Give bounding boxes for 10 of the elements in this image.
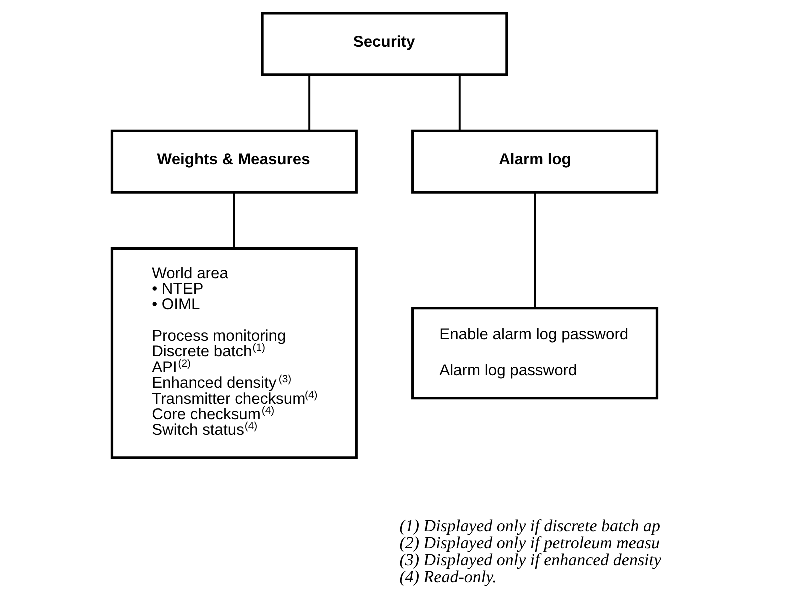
node-box: World area • NTEP • OIML Process monitoring Discrete batch$^{(1)}$ API$^{(2)}$ Enhanced density$^{(3)}$ Transmitter checksum$^{(4)}$ Core checksum$^{(4)}$ Switch status$^{(4)}$ [110,247,358,460]
node-box: Enable alarm log password Alarm log password [411,307,658,400]
node-box: Alarm log [411,130,658,194]
label: (1) Displayed only if discrete batch ap [399,516,660,536]
connector [458,75,460,131]
connector [308,75,310,131]
node-box: Security [260,12,508,76]
connector [232,192,235,248]
node-box: Weights & Measures [110,130,358,194]
connector [534,192,536,308]
